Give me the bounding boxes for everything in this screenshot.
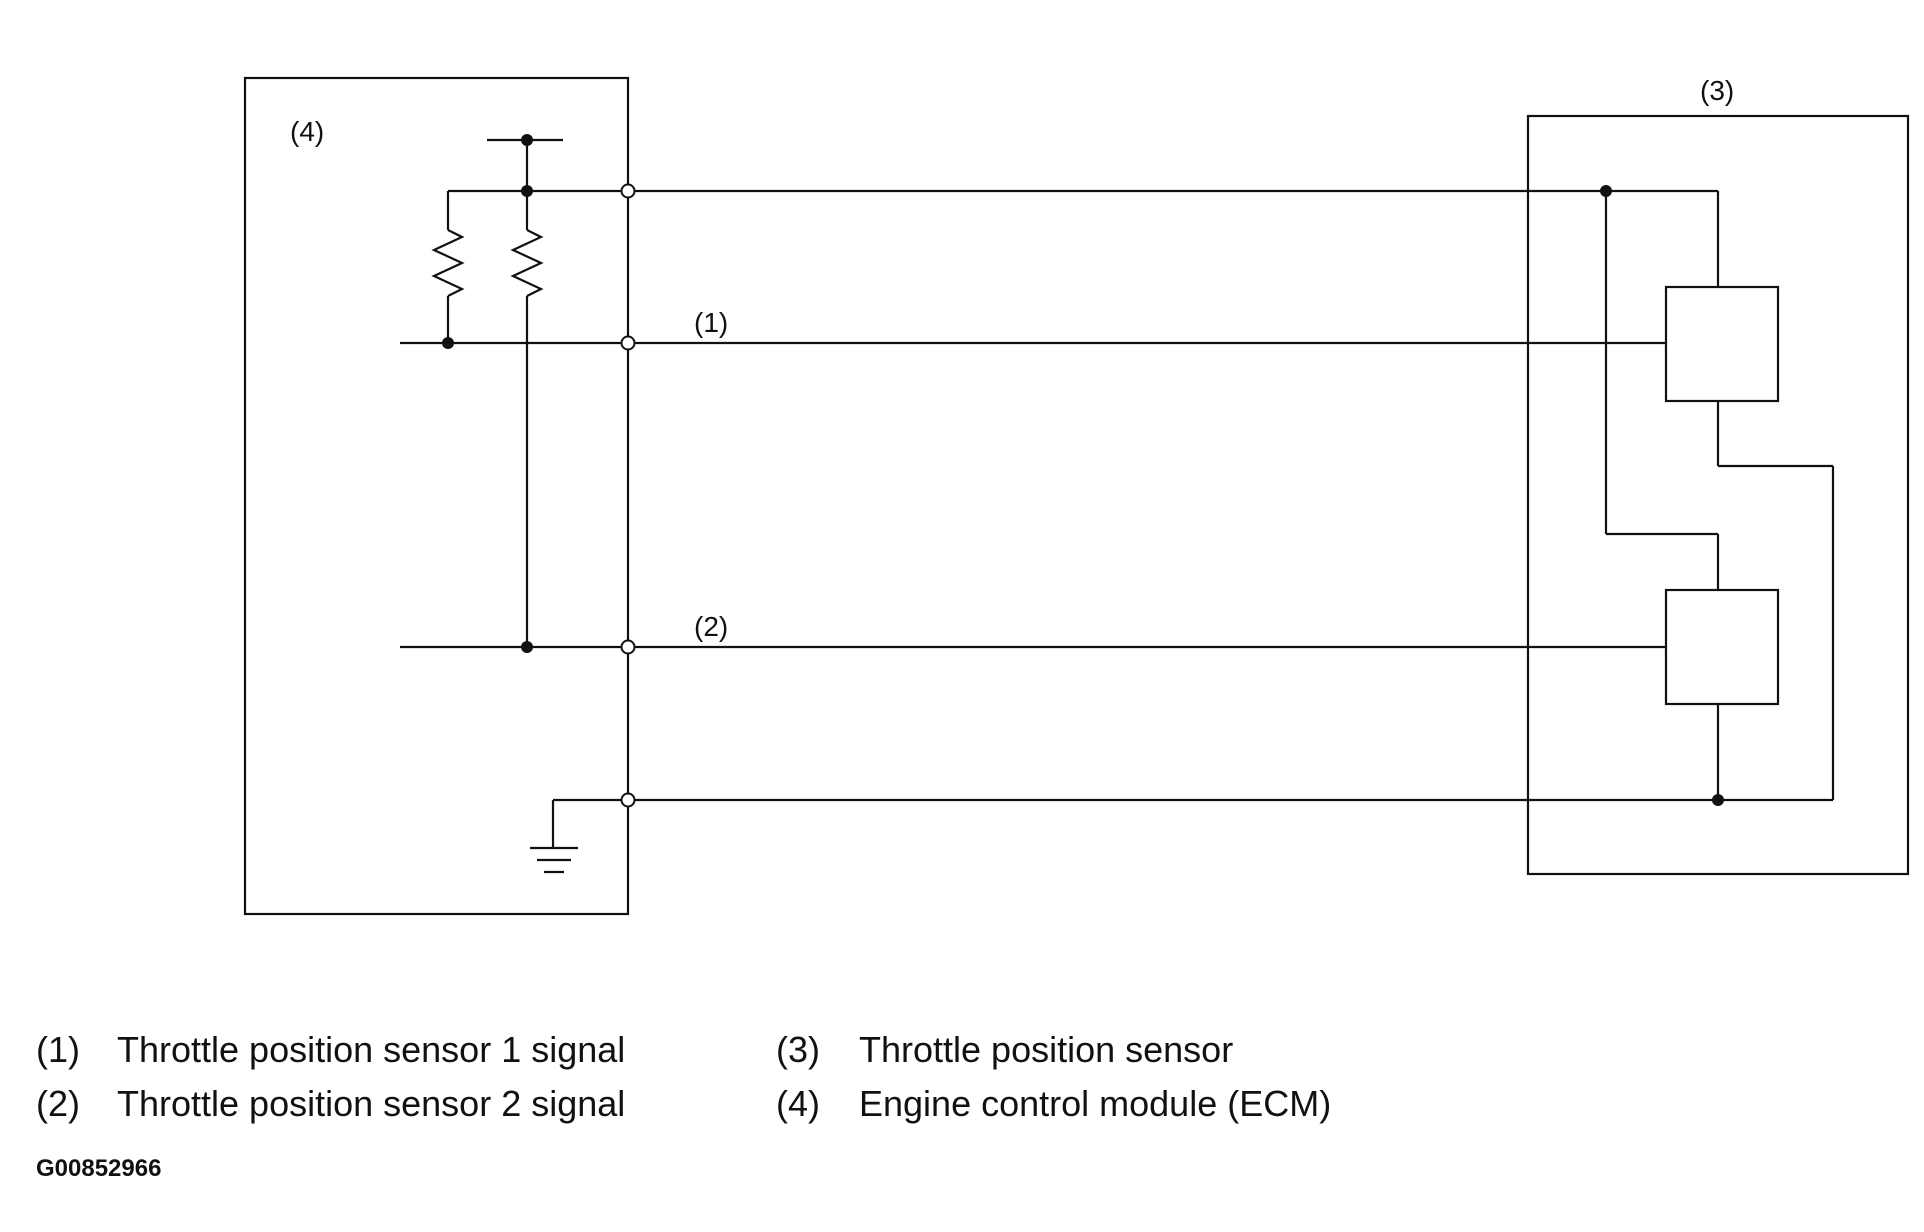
figure-id: G00852966 xyxy=(36,1155,161,1182)
ecm-box xyxy=(243,76,630,916)
legend-num-3: (3) xyxy=(776,1029,820,1070)
ecm-internal-wiring xyxy=(400,134,628,874)
legend-text-1: Throttle position sensor 1 signal xyxy=(117,1029,625,1070)
legend-text-3: Throttle position sensor xyxy=(859,1029,1233,1070)
callout-tps: (3) xyxy=(1700,75,1734,106)
ecm-connector-pins xyxy=(620,183,636,808)
tps-internal-wiring xyxy=(1600,185,1835,806)
legend-text-4: Engine control module (ECM) xyxy=(859,1083,1331,1124)
callout-ecm: (4) xyxy=(290,116,324,147)
legend-text-2: Throttle position sensor 2 signal xyxy=(117,1083,625,1124)
legend: (1) Throttle position sensor 1 signal (2… xyxy=(36,1029,1331,1124)
sensor-element-1 xyxy=(1664,285,1780,403)
tps-box xyxy=(1526,114,1910,876)
harness-wires xyxy=(628,189,1833,802)
legend-num-4: (4) xyxy=(776,1083,820,1124)
callout-signal-1: (1) xyxy=(694,307,728,338)
callout-signal-2: (2) xyxy=(694,611,728,642)
legend-num-2: (2) xyxy=(36,1083,80,1124)
sensor-element-2 xyxy=(1664,588,1780,706)
legend-num-1: (1) xyxy=(36,1029,80,1070)
